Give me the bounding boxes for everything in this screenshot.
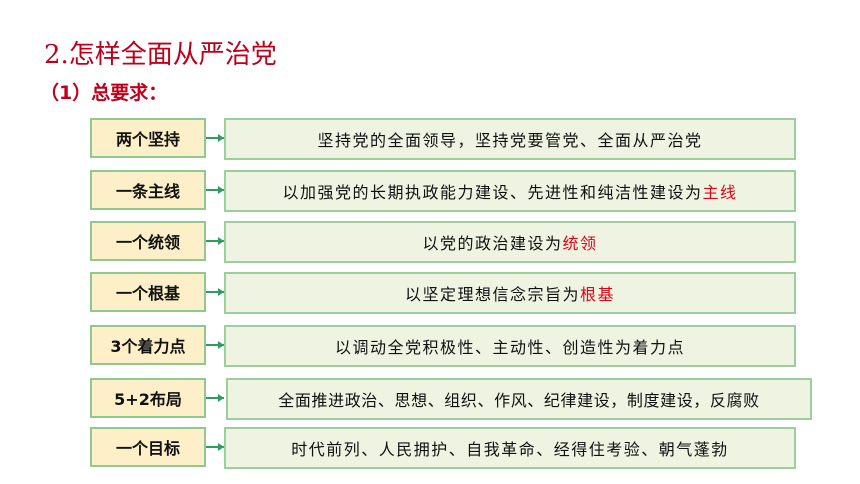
requirement-row-4: 一个根基 以坚定理想信念宗旨为根基 bbox=[0, 272, 860, 316]
requirement-description: 以党的政治建设为统领 bbox=[224, 221, 796, 263]
arrow-icon bbox=[218, 288, 224, 296]
connector-line bbox=[206, 240, 224, 242]
connector-line bbox=[206, 446, 224, 448]
description-text: 以加强党的长期执政能力建设、先进性和纯洁性建设为 bbox=[282, 183, 703, 202]
requirement-row-2: 一条主线 以加强党的长期执政能力建设、先进性和纯洁性建设为主线 bbox=[0, 170, 860, 214]
connector-line bbox=[206, 344, 224, 346]
arrow-icon bbox=[218, 341, 224, 349]
arrow-icon bbox=[218, 443, 224, 451]
requirement-label: 两个坚持 bbox=[90, 118, 206, 158]
arrow-icon bbox=[218, 394, 224, 402]
requirement-description: 时代前列、人民拥护、自我革命、经得住考验、朝气蓬勃 bbox=[224, 427, 796, 469]
highlight-text: 统领 bbox=[562, 234, 598, 253]
requirement-row-1: 两个坚持 坚持党的全面领导，坚持党要管党、全面从严治党 bbox=[0, 118, 860, 162]
requirement-description: 坚持党的全面领导，坚持党要管党、全面从严治党 bbox=[224, 118, 796, 160]
highlight-text: 主线 bbox=[702, 183, 738, 202]
requirement-row-5: 3个着力点 以调动全党积极性、主动性、创造性为着力点 bbox=[0, 325, 860, 369]
requirement-row-7: 一个目标 时代前列、人民拥护、自我革命、经得住考验、朝气蓬勃 bbox=[0, 427, 860, 471]
description-text: 坚持党的全面领导，坚持党要管党、全面从严治党 bbox=[317, 131, 703, 150]
description-text: 时代前列、人民拥护、自我革命、经得住考验、朝气蓬勃 bbox=[291, 440, 729, 459]
connector-line bbox=[206, 137, 224, 139]
description-text: 以坚定理想信念宗旨为 bbox=[404, 285, 580, 304]
requirement-description: 以坚定理想信念宗旨为根基 bbox=[224, 272, 796, 314]
page-title: 2.怎样全面从严治党 bbox=[44, 40, 277, 70]
requirement-description: 全面推进政治、思想、组织、作风、纪律建设，制度建设，反腐败 bbox=[226, 378, 812, 420]
requirement-label: 5+2布局 bbox=[90, 378, 206, 418]
requirement-label: 一个统领 bbox=[90, 221, 206, 261]
arrow-icon bbox=[218, 134, 224, 142]
requirement-row-3: 一个统领 以党的政治建设为统领 bbox=[0, 221, 860, 265]
requirement-row-6: 5+2布局 全面推进政治、思想、组织、作风、纪律建设，制度建设，反腐败 bbox=[0, 378, 860, 422]
requirement-description: 以加强党的长期执政能力建设、先进性和纯洁性建设为主线 bbox=[224, 170, 796, 212]
highlight-text: 根基 bbox=[580, 285, 616, 304]
requirement-label: 一条主线 bbox=[90, 170, 206, 210]
requirement-label: 一个根基 bbox=[90, 272, 206, 312]
description-text: 以党的政治建设为 bbox=[422, 234, 563, 253]
requirement-description: 以调动全党积极性、主动性、创造性为着力点 bbox=[224, 325, 796, 367]
requirement-label: 3个着力点 bbox=[90, 325, 206, 365]
requirement-label: 一个目标 bbox=[90, 427, 206, 467]
arrow-icon bbox=[218, 186, 224, 194]
section-subtitle: （1）总要求： bbox=[40, 82, 168, 104]
description-text: 全面推进政治、思想、组织、作风、纪律建设，制度建设，反腐败 bbox=[278, 391, 760, 410]
arrow-icon bbox=[218, 237, 224, 245]
description-text: 以调动全党积极性、主动性、创造性为着力点 bbox=[334, 338, 685, 357]
connector-line bbox=[206, 397, 224, 399]
connector-line bbox=[206, 189, 224, 191]
connector-line bbox=[206, 291, 224, 293]
